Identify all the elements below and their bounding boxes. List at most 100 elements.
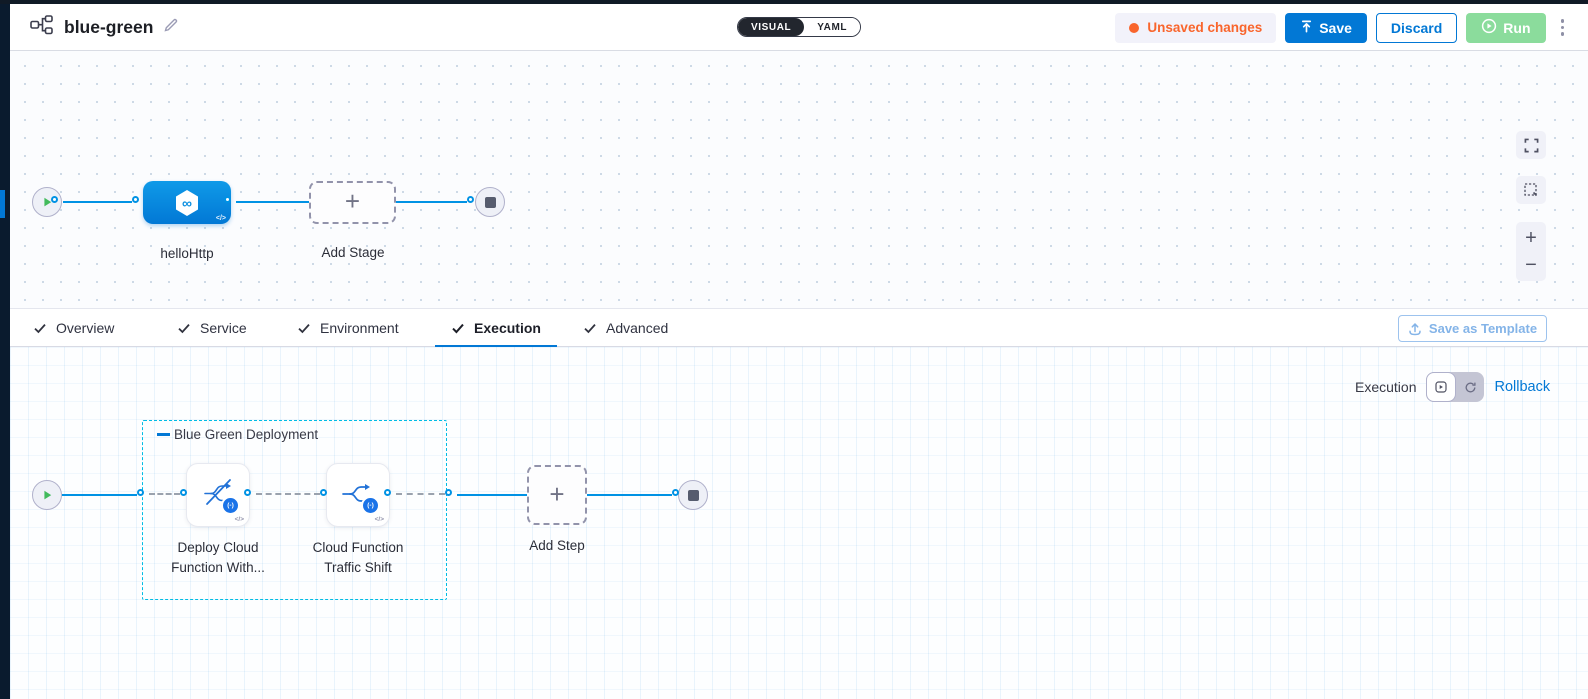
connector-port	[180, 489, 187, 496]
tab-label: Overview	[56, 320, 115, 336]
unsaved-dot-icon	[1129, 22, 1140, 33]
svg-text:∞: ∞	[182, 195, 192, 211]
check-icon	[34, 324, 46, 334]
tab-service[interactable]: Service	[177, 309, 247, 347]
stop-icon	[484, 196, 496, 208]
discard-label: Discard	[1390, 19, 1443, 36]
stage-code-icon: </>	[215, 215, 226, 222]
zoom-in-button[interactable]: +	[1525, 227, 1537, 250]
cloud-function-badge-icon: (-)	[363, 498, 378, 513]
rollback-segment[interactable]	[1456, 372, 1484, 402]
execution-segment[interactable]	[1426, 372, 1457, 402]
window-top-edge	[0, 0, 1588, 4]
stage-graph-canvas[interactable]: ∞ </> + helloHttp Add Stage +	[10, 51, 1588, 308]
cloud-function-badge-icon: (-)	[223, 498, 238, 513]
marquee-select-button[interactable]	[1516, 176, 1546, 204]
connector-port	[672, 489, 679, 496]
tab-label: Execution	[474, 320, 541, 336]
check-icon	[584, 324, 596, 334]
add-stage-node[interactable]: +	[309, 181, 396, 224]
marquee-icon	[1524, 183, 1538, 197]
connector-port	[137, 489, 144, 496]
run-play-icon	[1481, 18, 1497, 37]
tab-label: Advanced	[606, 320, 669, 336]
plus-icon: +	[549, 478, 565, 509]
flow-line	[457, 494, 527, 496]
step-group-label: Blue Green Deployment	[174, 427, 319, 442]
more-options-kebab[interactable]	[1555, 15, 1571, 40]
plus-icon: +	[344, 186, 361, 216]
step-group-blue-green[interactable]: Blue Green Deployment	[142, 420, 447, 600]
save-arrow-icon	[1300, 20, 1313, 36]
start-play-icon	[44, 197, 52, 207]
execution-end-node	[678, 480, 708, 510]
save-as-template-label: Save as Template	[1428, 321, 1538, 336]
deploy-stage-icon: ∞	[176, 189, 198, 216]
run-button[interactable]: Run	[1466, 12, 1546, 43]
save-as-template-button[interactable]: Save as Template	[1398, 315, 1547, 342]
stage-node-hellohttp[interactable]: ∞ </>	[143, 181, 231, 224]
collapse-group-icon	[157, 433, 170, 436]
left-nav-strip	[0, 4, 10, 699]
execution-mode-controls: Execution Rollback	[1355, 372, 1550, 402]
connector-port	[467, 196, 474, 203]
step-code-icon: </>	[234, 516, 244, 523]
run-label: Run	[1503, 19, 1531, 36]
add-step-node[interactable]: +	[527, 465, 587, 525]
connector-port	[132, 196, 139, 203]
tab-execution[interactable]: Execution	[435, 309, 557, 348]
visual-yaml-toggle: VISUAL YAML	[737, 17, 862, 37]
toggle-visual[interactable]: VISUAL	[738, 18, 805, 36]
execution-graph-canvas[interactable]: Execution Rollback Blue Green Deploymen	[10, 347, 1588, 699]
check-icon	[298, 324, 310, 334]
save-button[interactable]: Save	[1285, 12, 1367, 43]
left-nav-active-indicator	[0, 190, 5, 218]
connector-port	[244, 489, 251, 496]
zoom-out-button[interactable]: −	[1525, 253, 1537, 276]
connector-port	[224, 196, 231, 203]
stage-tabbar: Overview Service Environment Execution A…	[10, 308, 1588, 348]
fullscreen-icon	[1524, 138, 1538, 152]
execution-start-node	[32, 480, 62, 510]
flow-line-dashed	[256, 493, 320, 495]
save-label: Save	[1319, 19, 1352, 36]
stop-icon	[687, 489, 699, 501]
tab-environment[interactable]: Environment	[297, 309, 399, 347]
execution-play-icon	[1435, 381, 1448, 393]
pipeline-icon	[30, 15, 54, 40]
check-icon	[178, 324, 190, 334]
step-label: Cloud Function Traffic Shift	[312, 540, 404, 575]
pipeline-title: blue-green	[64, 17, 154, 37]
toggle-yaml[interactable]: YAML	[804, 18, 861, 36]
template-upload-icon	[1409, 322, 1421, 335]
tab-overview[interactable]: Overview	[33, 309, 114, 347]
rollback-circle-icon	[1465, 382, 1476, 392]
unsaved-changes-badge: Unsaved changes	[1115, 12, 1277, 43]
tab-label: Service	[200, 320, 247, 336]
add-step-label: Add Step	[529, 538, 585, 553]
unsaved-changes-label: Unsaved changes	[1147, 20, 1263, 35]
step-code-icon: </>	[374, 516, 384, 523]
step-group-header[interactable]: Blue Green Deployment	[157, 427, 318, 442]
flow-line	[396, 201, 467, 203]
execution-mode-label: Execution	[1355, 379, 1417, 395]
flow-line	[63, 201, 132, 203]
execution-rollback-toggle[interactable]	[1426, 372, 1485, 402]
discard-button[interactable]: Discard	[1375, 12, 1458, 43]
pipeline-start-node	[32, 187, 62, 217]
tab-advanced[interactable]: Advanced	[583, 309, 668, 347]
connector-port	[384, 489, 391, 496]
connector-port	[320, 489, 327, 496]
start-play-icon	[44, 490, 52, 500]
step-node-deploy-cloud-function[interactable]: (-) </>	[186, 463, 250, 527]
flow-line-dashed	[149, 493, 180, 495]
edit-title-icon[interactable]	[163, 17, 179, 38]
step-node-traffic-shift[interactable]: (-) </>	[326, 463, 390, 527]
fullscreen-button[interactable]	[1516, 131, 1546, 159]
flow-line-dashed	[396, 493, 445, 495]
add-stage-label: Add Stage	[321, 245, 385, 260]
flow-line	[62, 494, 137, 496]
rollback-link[interactable]: Rollback	[1494, 379, 1551, 395]
active-tab-underline	[435, 345, 557, 348]
